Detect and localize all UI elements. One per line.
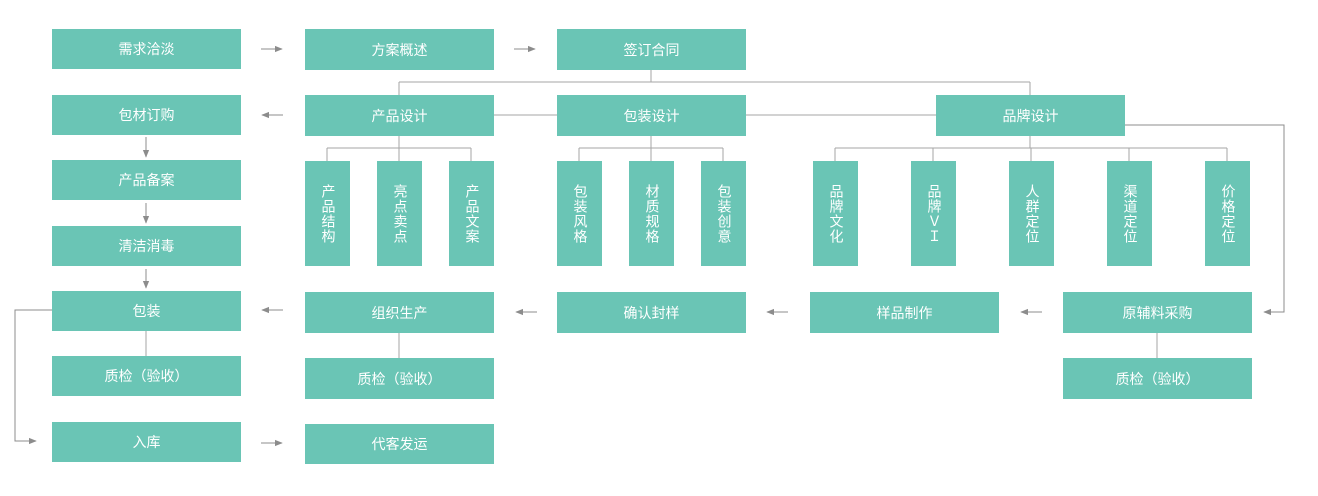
- node-organize-production: 组织生产: [305, 292, 494, 333]
- node-brand-vi: 品牌ＶＩ: [911, 161, 956, 266]
- node-product-design: 产品设计: [305, 95, 494, 136]
- node-packaging-style: 包装风格: [557, 161, 602, 266]
- node-cleaning-disinfection: 清洁消毒: [52, 226, 241, 266]
- connector-product-design-subs: [326, 136, 472, 161]
- node-shipping-service: 代客发运: [305, 424, 494, 464]
- connector-contract-to-designs: [398, 70, 1031, 95]
- node-sample-making: 样品制作: [810, 292, 999, 333]
- arrow-brand-to-raw: [1125, 124, 1285, 316]
- node-selling-points: 亮点卖点: [377, 161, 422, 266]
- node-raw-material-purchase: 原辅料采购: [1063, 292, 1252, 333]
- node-product-copy: 产品文案: [449, 161, 494, 266]
- node-sign-contract: 签订合同: [557, 29, 746, 70]
- node-audience-positioning: 人群定位: [1009, 161, 1054, 266]
- node-warehouse-in: 入库: [52, 422, 241, 462]
- arrow-pack-to-warehouse: [14, 309, 52, 445]
- node-channel-positioning: 渠道定位: [1107, 161, 1152, 266]
- node-brand-culture: 品牌文化: [813, 161, 858, 266]
- node-confirm-sample: 确认封样: [557, 292, 746, 333]
- node-qc-materials: 质检（验收）: [1063, 358, 1252, 399]
- node-qc-packaging: 质检（验收）: [52, 356, 241, 396]
- node-price-positioning: 价格定位: [1205, 161, 1250, 266]
- node-packaging-design: 包装设计: [557, 95, 746, 136]
- connector-brand-design-subs: [834, 136, 1228, 161]
- node-packaging-creative: 包装创意: [701, 161, 746, 266]
- node-packaging: 包装: [52, 291, 241, 331]
- node-proposal-overview: 方案概述: [305, 29, 494, 70]
- node-demand-negotiation: 需求洽淡: [52, 29, 241, 69]
- node-brand-design: 品牌设计: [936, 95, 1125, 136]
- connector-packaging-design-subs: [578, 136, 724, 161]
- node-qc-production: 质检（验收）: [305, 358, 494, 399]
- node-material-spec: 材质规格: [629, 161, 674, 266]
- node-product-record: 产品备案: [52, 160, 241, 200]
- node-product-structure: 产品结构: [305, 161, 350, 266]
- node-packaging-materials-order: 包材订购: [52, 95, 241, 135]
